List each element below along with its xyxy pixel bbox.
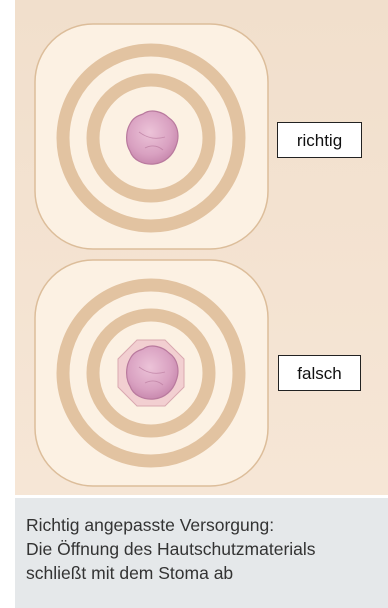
- incorrect-fit-diagram: [35, 260, 268, 486]
- figure: richtig falsch Richtig angepasste Versor…: [15, 0, 388, 608]
- caption-line-1: Richtig angepasste Versorgung:: [26, 513, 378, 537]
- caption: Richtig angepasste Versorgung: Die Öffnu…: [15, 498, 388, 608]
- caption-line-3: schließt mit dem Stoma ab: [26, 561, 378, 585]
- label-correct: richtig: [277, 122, 362, 158]
- correct-fit-diagram: [35, 24, 268, 249]
- caption-line-2: Die Öffnung des Hautschutzmaterials: [26, 537, 378, 561]
- label-correct-text: richtig: [297, 132, 342, 149]
- stoma-illustration: [15, 0, 388, 495]
- illustration-panel: richtig falsch: [15, 0, 388, 495]
- label-incorrect-text: falsch: [297, 365, 341, 382]
- label-incorrect: falsch: [278, 355, 361, 391]
